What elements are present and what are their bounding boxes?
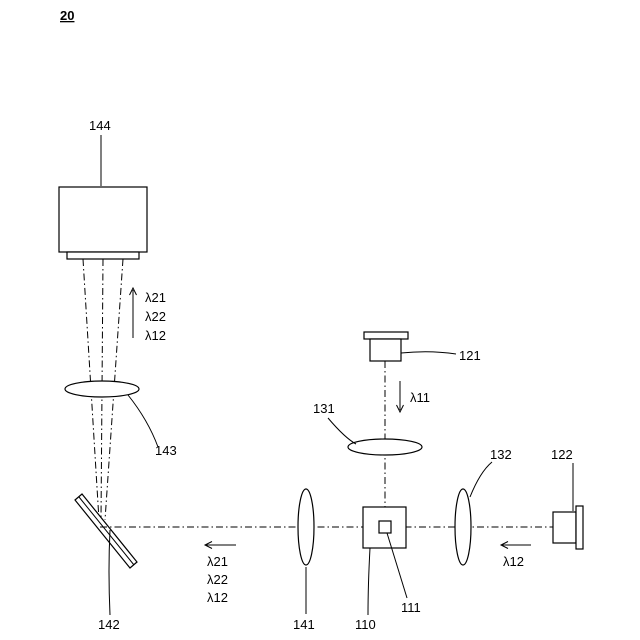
- lens-141: [298, 489, 314, 565]
- label-122: 122: [551, 447, 573, 462]
- leftward-arrow-right: [501, 542, 531, 549]
- downward-arrow: [397, 381, 404, 412]
- lens-131: [348, 439, 422, 455]
- label-144: 144: [89, 118, 111, 133]
- label-141: 141: [293, 617, 315, 632]
- figure-number: 20: [60, 8, 74, 23]
- label-110: 110: [355, 617, 376, 632]
- leader-142: [109, 530, 110, 615]
- leader-121: [401, 352, 456, 354]
- wavelength-top-source: λ11: [410, 390, 430, 405]
- label-143: 143: [155, 443, 177, 458]
- upward-arrow: [130, 288, 137, 338]
- wavelength-left-1: λ21: [207, 554, 228, 569]
- wavelength-left-3: λ12: [207, 590, 228, 605]
- leader-131: [328, 418, 356, 444]
- lens-143: [65, 381, 139, 397]
- wavelength-left-2: λ22: [207, 572, 228, 587]
- label-132: 132: [490, 447, 512, 462]
- label-131: 131: [313, 401, 335, 416]
- detector-144: [59, 187, 147, 259]
- source-122: [553, 506, 583, 549]
- leftward-arrow-left: [205, 542, 236, 549]
- wavelength-up-1: λ21: [145, 290, 166, 305]
- label-111: 111: [401, 600, 421, 615]
- wavelength-right-source: λ12: [503, 554, 524, 569]
- wavelength-up-2: λ22: [145, 309, 166, 324]
- wavelength-up-3: λ12: [145, 328, 166, 343]
- label-121: 121: [459, 348, 481, 363]
- label-142: 142: [98, 617, 120, 632]
- leader-110: [368, 548, 370, 615]
- lens-132: [455, 489, 471, 565]
- leader-132: [470, 462, 492, 497]
- cube-110: [363, 507, 406, 548]
- source-121: [364, 332, 408, 361]
- leader-143: [128, 395, 158, 447]
